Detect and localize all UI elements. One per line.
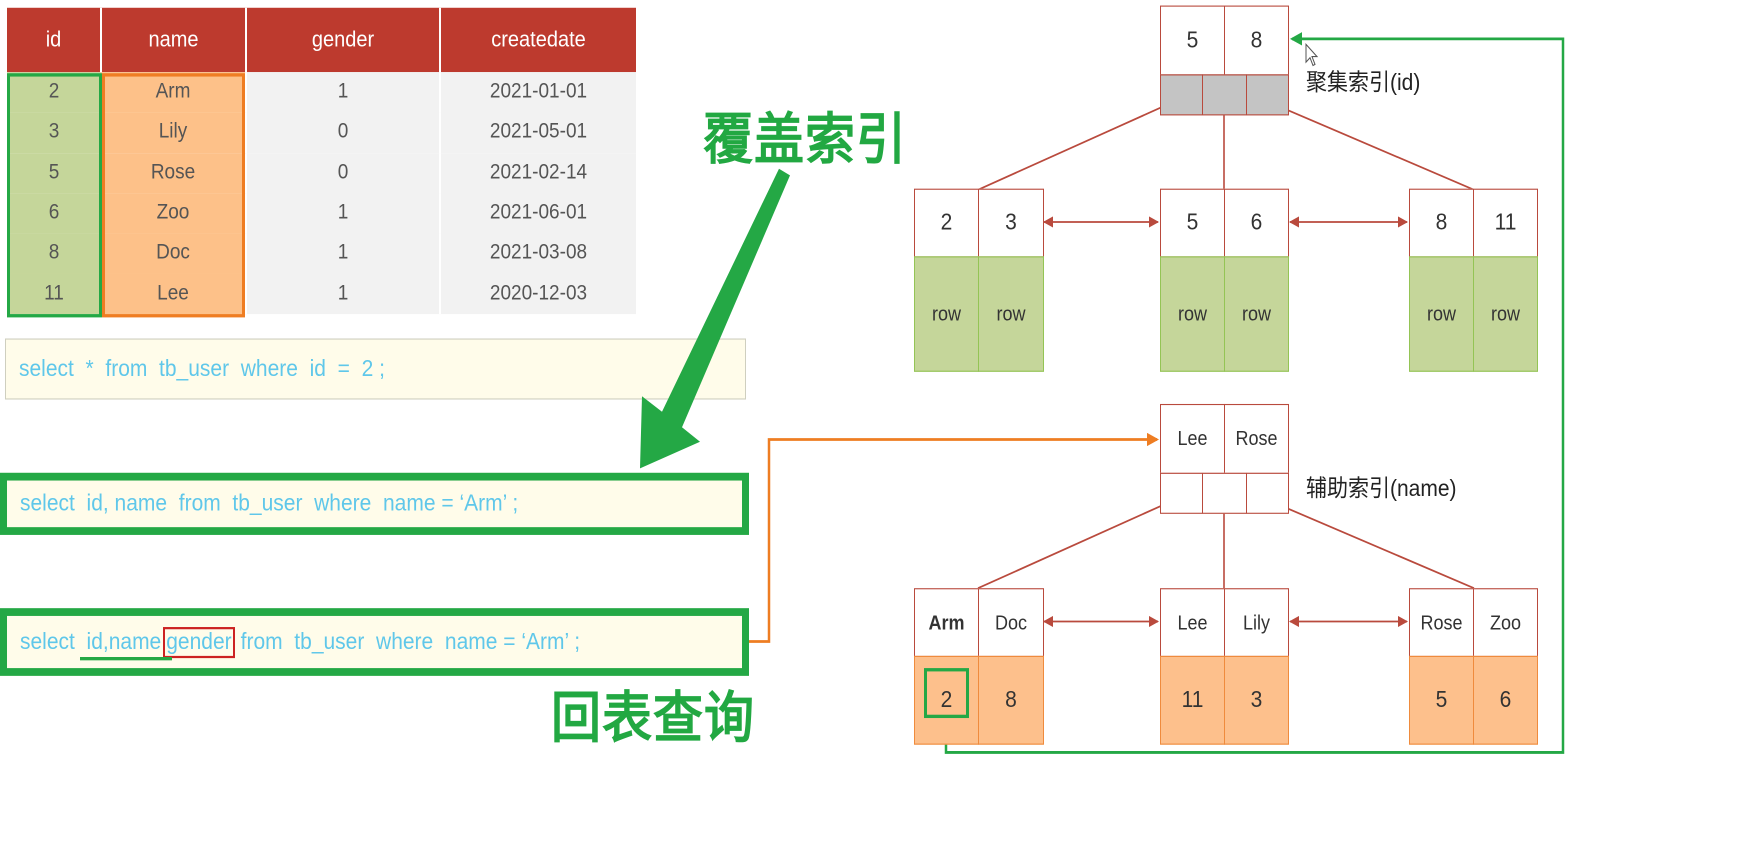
- secondary-root-pointer: [1202, 472, 1247, 514]
- secondary-root-key: Lee: [1160, 403, 1225, 474]
- mouse-cursor-icon: [1305, 43, 1319, 67]
- sql-text-2: select id, name from tb_user where name …: [20, 490, 519, 517]
- table-row: 5 Rose 0 2021-02-14: [7, 152, 636, 193]
- table-row: 6 Zoo 1 2021-06-01: [7, 192, 636, 234]
- table-row: 2 Arm 1 2021-01-01: [7, 72, 636, 113]
- id-name-underline: [80, 657, 172, 660]
- user-table: id name gender createdate 2 Arm 1 2021-0…: [7, 7, 636, 314]
- clustered-root-pointer: [1246, 74, 1289, 116]
- sql-text-1: select * from tb_user where id = 2 ;: [19, 355, 385, 382]
- sql-text-3-suffix: from tb_user where name = ‘Arm’ ;: [240, 628, 581, 655]
- sql-text-3-id-name: id,name: [86, 628, 162, 655]
- row-data-cell: row: [978, 256, 1044, 372]
- clustered-root-key: 8: [1224, 5, 1289, 76]
- clustered-leaf-key: 5: [1160, 188, 1225, 258]
- secondary-index-label: 辅助索引(name): [1306, 476, 1457, 502]
- sql-gender-highlight: gender: [163, 626, 235, 658]
- sql-text-3-prefix: select: [20, 628, 87, 655]
- row-data-cell: row: [1224, 256, 1289, 372]
- cell-id: 8: [7, 233, 101, 274]
- sql-select-by-id: select * from tb_user where id = 2 ;: [5, 338, 746, 400]
- cell-id: 3: [7, 112, 101, 153]
- cell-createdate: 2021-06-01: [439, 192, 636, 234]
- clustered-leaf-key: 6: [1224, 188, 1289, 258]
- clustered-index-label: 聚集索引(id): [1306, 69, 1421, 96]
- cell-gender: 1: [245, 72, 440, 113]
- cell-createdate: 2021-02-14: [439, 152, 636, 193]
- cell-name: Lily: [101, 112, 246, 153]
- clustered-leaf-key: 2: [914, 188, 979, 258]
- covering-arrow-icon: [640, 168, 790, 469]
- sql-to-secondary-arrow: [749, 432, 1159, 643]
- clustered-leaf-key: 11: [1473, 188, 1538, 258]
- cell-createdate: 2021-03-08: [439, 233, 636, 274]
- row-data-cell: row: [1473, 256, 1538, 372]
- secondary-leaf-key: Arm: [914, 588, 979, 658]
- secondary-leaf-key: Zoo: [1473, 588, 1538, 658]
- table-row: 3 Lily 0 2021-05-01: [7, 112, 636, 153]
- pk-value-cell: 11: [1160, 655, 1225, 745]
- cell-createdate: 2021-05-01: [439, 112, 636, 153]
- col-header-id: id: [7, 7, 102, 73]
- cell-gender: 1: [245, 192, 440, 234]
- table-row: 8 Doc 1 2021-03-08: [7, 233, 636, 274]
- cell-name: Doc: [101, 233, 246, 274]
- pk-lookup-highlight: [924, 668, 969, 719]
- row-data-cell: row: [914, 256, 979, 372]
- col-header-gender: gender: [246, 7, 441, 73]
- table-row: 11 Lee 1 2020-12-03: [7, 273, 636, 314]
- row-data-cell: row: [1160, 256, 1225, 372]
- cell-id: 11: [7, 273, 101, 314]
- table-lookup-label: 回表查询: [551, 685, 755, 751]
- cell-id: 6: [7, 192, 101, 234]
- secondary-root-pointer: [1246, 472, 1289, 514]
- covering-index-label: 覆盖索引: [703, 107, 907, 173]
- cell-name: Lee: [101, 273, 246, 314]
- secondary-leaf-key: Lily: [1224, 588, 1289, 658]
- clustered-root-pointer: [1160, 74, 1203, 116]
- pk-value-cell: 3: [1224, 655, 1289, 745]
- cell-id: 2: [7, 72, 101, 113]
- sql-covering-query: select id, name from tb_user where name …: [0, 472, 749, 535]
- cell-name: Rose: [101, 152, 246, 193]
- cell-name: Zoo: [101, 192, 246, 234]
- secondary-leaf-key: Lee: [1160, 588, 1225, 658]
- pk-value-cell: 8: [978, 655, 1044, 745]
- pk-value-cell: 6: [1473, 655, 1538, 745]
- table-header-row: id name gender createdate: [7, 7, 636, 73]
- secondary-root-pointer: [1160, 472, 1203, 514]
- cell-gender: 0: [245, 112, 440, 153]
- secondary-leaf-key: Doc: [978, 588, 1044, 658]
- cell-gender: 1: [245, 273, 440, 314]
- cell-gender: 0: [245, 152, 440, 193]
- clustered-root-key: 5: [1160, 5, 1225, 76]
- cell-createdate: 2020-12-03: [439, 273, 636, 314]
- secondary-leaf-key: Rose: [1409, 588, 1474, 658]
- cell-createdate: 2021-01-01: [439, 72, 636, 113]
- clustered-leaf-key: 3: [978, 188, 1044, 258]
- col-header-createdate: createdate: [440, 7, 636, 73]
- row-data-cell: row: [1409, 256, 1474, 372]
- col-header-name: name: [101, 7, 247, 73]
- clustered-root-pointer: [1202, 74, 1247, 116]
- clustered-leaf-key: 8: [1409, 188, 1474, 258]
- cell-gender: 1: [245, 233, 440, 274]
- cell-name: Arm: [101, 72, 246, 113]
- cell-id: 5: [7, 152, 101, 193]
- pk-value-cell: 5: [1409, 655, 1474, 745]
- secondary-root-key: Rose: [1224, 403, 1289, 474]
